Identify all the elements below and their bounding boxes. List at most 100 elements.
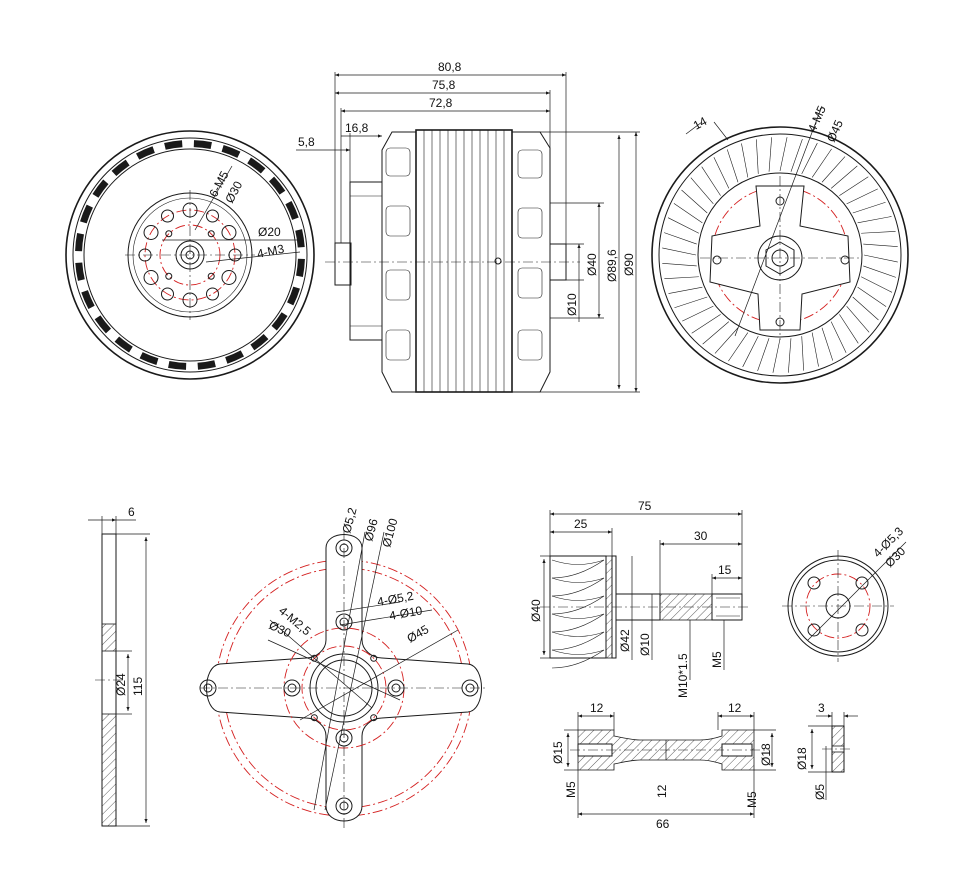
m5-hole xyxy=(228,248,242,262)
cooling-fin xyxy=(741,143,749,178)
side-d40-label: Ø40 xyxy=(585,253,599,276)
m5-hole xyxy=(161,287,174,301)
cooling-fin xyxy=(662,247,697,256)
cooling-fin xyxy=(801,142,818,174)
cooling-fin xyxy=(701,166,721,196)
cooling-slot xyxy=(139,352,159,365)
cooling-fin xyxy=(714,327,739,354)
cooling-slot xyxy=(193,140,212,149)
mount-d100-label: Ø100 xyxy=(379,516,400,548)
cooling-fin xyxy=(857,216,892,224)
cooling-fin xyxy=(690,177,714,205)
side-80-8-label: 80,8 xyxy=(438,60,462,74)
m5-hole xyxy=(221,225,237,240)
rear-14-label: 14 xyxy=(691,114,710,133)
motor-front-view: 6-M5 Ø30 Ø20 4-M3 xyxy=(65,130,315,380)
adapter-thread-label: M10*1.5 xyxy=(676,653,690,698)
cooling-fin xyxy=(839,176,869,196)
rear-d45-label: Ø45 xyxy=(824,118,846,145)
washer-view: 3 Ø18 Ø5 xyxy=(795,701,858,800)
adapter-flute xyxy=(551,649,605,669)
side-75-8-label: 75,8 xyxy=(432,78,456,92)
cooling-fins xyxy=(662,137,898,373)
cooling-fin xyxy=(857,286,887,307)
mount-d96-label: Ø96 xyxy=(361,517,380,543)
m3-hole xyxy=(207,272,215,280)
shaft-view: 12 12 Ø15 Ø18 12 66 M5 M5 xyxy=(551,701,776,831)
plate-height-label: 115 xyxy=(131,677,145,696)
adapter-25-label: 25 xyxy=(574,517,588,531)
cooling-fin xyxy=(726,149,739,183)
cooling-fin xyxy=(852,296,879,321)
cooling-fin xyxy=(664,232,697,245)
cooling-slot xyxy=(271,312,288,331)
shaft-m5-right-label: M5 xyxy=(745,791,759,808)
cooling-slot xyxy=(136,146,155,160)
cooling-fin xyxy=(861,231,896,234)
cooling-slot xyxy=(221,145,241,158)
cooling-fin xyxy=(821,327,834,361)
cooling-slots xyxy=(75,140,305,370)
cooling-slot xyxy=(164,140,183,150)
cooling-slot xyxy=(75,262,85,281)
m5-hole xyxy=(182,202,198,218)
m3-hole xyxy=(165,272,173,280)
front-d20-label: Ø20 xyxy=(258,225,281,239)
cooling-slot xyxy=(75,233,84,252)
cooling-fin xyxy=(801,336,804,371)
cooling-fin xyxy=(839,314,859,344)
prop-adapter-view: 75 25 30 15 Ø40 Ø42 Ø10 M10*1.5 M5 xyxy=(529,499,750,698)
stator-ribs xyxy=(423,130,505,392)
m5-hole xyxy=(221,270,237,285)
shaft-total-label: 66 xyxy=(656,817,670,831)
cooling-slot xyxy=(287,286,300,306)
washer-d5-label: Ø5 xyxy=(813,784,827,800)
cooling-slot xyxy=(80,204,93,224)
m5-hole xyxy=(143,270,159,285)
shaft-right-label: 12 xyxy=(728,701,742,715)
side-d90-label: Ø90 xyxy=(622,253,636,276)
adapter-m5-label: M5 xyxy=(710,651,724,668)
cooling-fin xyxy=(811,332,819,367)
cooling-slot xyxy=(94,315,112,334)
mount-holes-5-2-label: 4-Ø5,2 xyxy=(376,589,415,609)
cooling-slot xyxy=(197,360,216,370)
adapter-30-label: 30 xyxy=(694,529,708,543)
cooling-slot xyxy=(114,336,133,353)
plate-thickness-label: 6 xyxy=(128,505,135,519)
left-bell-slots xyxy=(385,147,411,361)
cooling-fin xyxy=(863,254,898,263)
cooling-fin xyxy=(790,139,803,172)
adapter-d10-label: Ø10 xyxy=(638,633,652,656)
mount-d5-2-label: Ø5,2 xyxy=(339,506,359,535)
cooling-slot xyxy=(81,290,95,309)
right-bell-slots xyxy=(517,149,543,361)
cooling-fin xyxy=(674,296,708,309)
cooling-slot xyxy=(250,333,269,351)
shaft-mid-label: 12 xyxy=(655,784,669,798)
cooling-slot xyxy=(296,258,305,277)
adapter-flute xyxy=(551,577,605,597)
cooling-fin xyxy=(852,201,886,214)
cooling-slot xyxy=(92,179,109,198)
m2-5-hole xyxy=(310,714,318,722)
cooling-fin xyxy=(702,321,730,345)
washer-d18-label: Ø18 xyxy=(795,747,809,770)
shaft-left-label: 12 xyxy=(590,701,604,715)
cooling-fin xyxy=(788,338,792,373)
m5-hole xyxy=(138,248,152,262)
side-72-8-label: 72,8 xyxy=(429,96,453,110)
cooling-fin xyxy=(728,332,749,362)
cooling-fin xyxy=(681,189,708,214)
cooling-fin xyxy=(772,338,781,373)
adapter-flute xyxy=(551,631,605,651)
plate-d24-label: Ø24 xyxy=(114,673,128,696)
cooling-fin xyxy=(863,265,896,278)
cooling-fin xyxy=(779,137,788,172)
cooling-fin xyxy=(811,148,832,178)
cooling-fin xyxy=(830,165,858,189)
shaft-m5-left-label: M5 xyxy=(564,781,578,798)
adapter-flute xyxy=(551,613,605,633)
mount-plate-view: Ø5,2 Ø96 Ø100 4-Ø5,2 4-Ø10 4-M2,5 Ø30 Ø4… xyxy=(199,506,488,830)
